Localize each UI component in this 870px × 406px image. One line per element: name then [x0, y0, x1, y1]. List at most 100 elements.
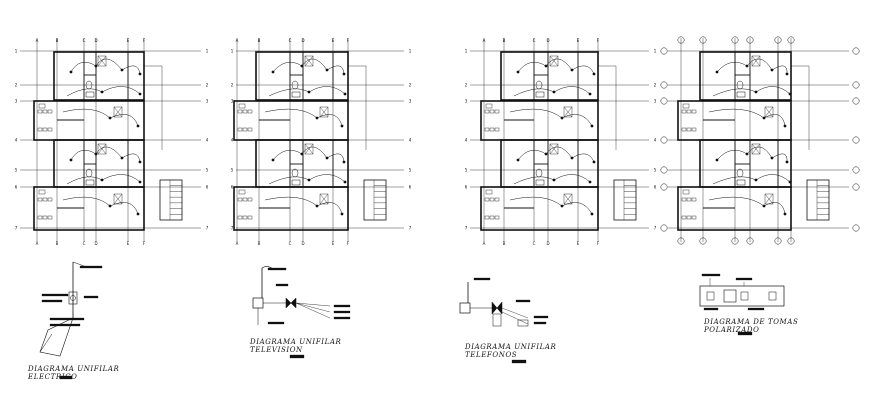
- duct-cross: [563, 106, 573, 118]
- fixture: [686, 109, 692, 114]
- caption-line-1: DIAGRAMA UNIFILAR: [250, 338, 342, 346]
- grid-row-label: 2: [654, 83, 657, 88]
- grid-column-label: D: [546, 38, 549, 43]
- fixture: [489, 127, 495, 132]
- text-placeholder: [275, 283, 289, 287]
- line: [501, 307, 529, 319]
- floor-plan-4: [660, 36, 860, 245]
- outlet-symbol: [120, 68, 124, 72]
- outlet-symbol: [754, 90, 758, 94]
- grid-row-label: 2: [206, 83, 209, 88]
- fixture: [247, 197, 253, 202]
- caption-diagrama-television: DIAGRAMA UNIFILAR TELEVISION: [250, 338, 341, 354]
- wall-lower-top: [53, 139, 145, 188]
- grid-row-label: 1: [15, 49, 18, 54]
- duct-cross: [113, 106, 123, 118]
- grid-row-label: 2: [409, 83, 412, 88]
- duct-cross: [319, 106, 329, 118]
- grid-bubble: [660, 166, 668, 174]
- grid-column-label: C: [289, 38, 292, 43]
- duct: [764, 106, 774, 118]
- grid-row-label: 5: [231, 168, 234, 173]
- outlet-symbol: [136, 212, 140, 216]
- outlet-symbol: [94, 64, 98, 68]
- outlet-symbol: [342, 72, 346, 76]
- fixture: [242, 127, 248, 132]
- grid-row-label: 5: [206, 168, 209, 173]
- fixture: [681, 109, 687, 114]
- duct: [563, 193, 573, 205]
- outlet-symbol: [300, 64, 304, 68]
- grid-column-label: E: [577, 38, 580, 43]
- fixture: [237, 109, 243, 114]
- grid-column-label: C: [533, 38, 536, 43]
- grid-column-label: A: [483, 38, 486, 43]
- circuit-arc: [268, 86, 346, 97]
- outlet-symbol: [300, 152, 304, 156]
- duct-cross: [304, 143, 314, 155]
- grid-bubble: [787, 237, 795, 245]
- grid-column-label: A: [36, 38, 39, 43]
- diagram-television: [252, 266, 351, 359]
- ground-conduit: [39, 317, 74, 357]
- outlet-symbol: [590, 124, 594, 128]
- outlet-symbol: [570, 68, 574, 72]
- wall-upper-bottom: [677, 100, 792, 141]
- outlet-symbol: [770, 156, 774, 160]
- circuit-arc: [513, 174, 591, 185]
- grid-column-label: B: [503, 241, 506, 246]
- fixture: [238, 103, 246, 109]
- grid-bubble: [746, 237, 754, 245]
- outlet-symbol: [69, 70, 73, 74]
- circuit-arc: [517, 58, 595, 75]
- fixture: [47, 215, 53, 220]
- fixture: [484, 109, 490, 114]
- wall-upper-top: [500, 51, 599, 101]
- grid-bubble: [660, 183, 668, 191]
- grid-row-label: 4: [409, 138, 412, 143]
- grid-row-label: 7: [15, 226, 18, 231]
- fixture: [37, 109, 43, 114]
- wall-lower-top: [255, 139, 349, 188]
- outlet-symbol: [560, 116, 564, 120]
- phone-splitter: [491, 301, 503, 315]
- outlet-symbol: [588, 92, 592, 96]
- outlet-plate: [699, 285, 785, 307]
- outlet-symbol: [138, 160, 142, 164]
- text-placeholder: [333, 304, 351, 308]
- outlet-symbol: [315, 204, 319, 208]
- outlet-symbol: [783, 124, 787, 128]
- grid-bubble: [699, 36, 707, 44]
- fixture: [686, 197, 692, 202]
- fixture: [681, 197, 687, 202]
- fixture: [238, 189, 246, 195]
- fixture: [485, 103, 493, 109]
- grid-column-label: E: [127, 241, 130, 246]
- grid-row-label: 1: [654, 49, 657, 54]
- fixture: [42, 197, 48, 202]
- circuit-arc: [70, 146, 141, 163]
- scale-bar: [59, 375, 73, 380]
- text-placeholder: [533, 321, 547, 325]
- outlet-symbol: [560, 204, 564, 208]
- duct: [549, 55, 559, 67]
- caption-line-2: ELECTRICO: [28, 373, 78, 381]
- wall-upper-bottom: [233, 100, 349, 141]
- caption-line-1: DIAGRAMA UNIFILAR: [465, 343, 557, 351]
- grid-bubble: [774, 237, 782, 245]
- outlet-symbol: [325, 68, 329, 72]
- grid-bubble: [677, 36, 685, 44]
- grid-column-label: F: [143, 241, 146, 246]
- grid-column-label: D: [94, 241, 97, 246]
- meter: [70, 295, 76, 301]
- fixture: [237, 197, 243, 202]
- circuit-arc: [272, 146, 345, 163]
- outlet-symbol: [340, 124, 344, 128]
- grid-bubble: [660, 97, 668, 105]
- splitter: [285, 297, 297, 309]
- outlet-symbol: [570, 156, 574, 160]
- fixture: [47, 197, 53, 202]
- outlet-symbol: [138, 72, 142, 76]
